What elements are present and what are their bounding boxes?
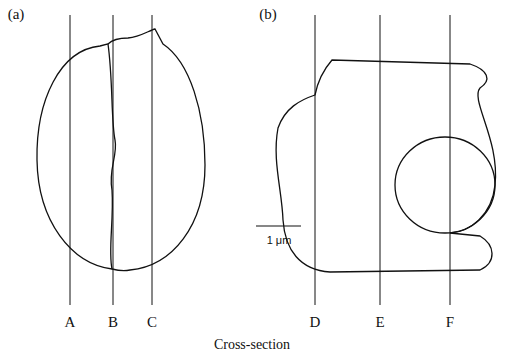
cell-outline-b: [276, 60, 495, 272]
panel-label: (a): [8, 6, 25, 23]
section-line: [152, 15, 153, 305]
section-letter: F: [446, 314, 454, 331]
section-line: [380, 15, 381, 305]
section-line: [70, 15, 71, 305]
section-letter: E: [375, 314, 384, 331]
section-letter: B: [108, 314, 118, 331]
cell-boundary-a: [108, 44, 116, 269]
section-line: [315, 15, 316, 305]
scale-bar: [256, 225, 301, 226]
cell-outline-a: [37, 29, 205, 271]
section-line: [450, 15, 451, 305]
panel-label: (b): [259, 6, 277, 23]
figure-caption: Cross-section: [214, 337, 290, 352]
section-line: [113, 15, 114, 305]
section-letter: C: [147, 314, 157, 331]
inner-body-b: [395, 137, 495, 233]
scale-label: 1 μm: [267, 234, 292, 246]
section-letter: D: [310, 314, 321, 331]
section-letter: A: [65, 314, 76, 331]
